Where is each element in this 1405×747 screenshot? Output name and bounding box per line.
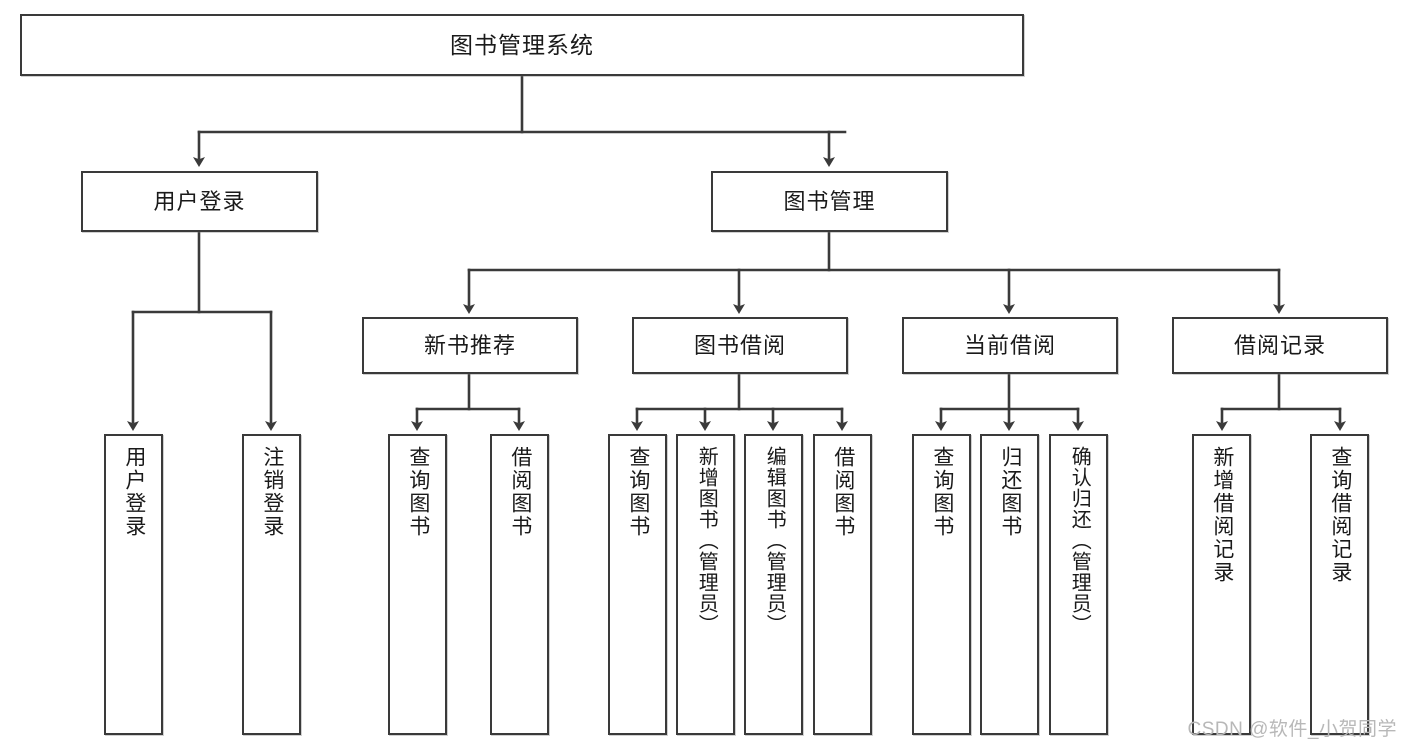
node-borrow-record[interactable]: 借阅记录	[1172, 317, 1388, 374]
leaf-user-logout[interactable]: 注销登录	[242, 434, 301, 735]
leaf-borrow-book-2[interactable]: 借阅图书	[813, 434, 872, 735]
leaf-user-login[interactable]: 用户登录	[104, 434, 163, 735]
node-book-manage-label: 图书管理	[783, 188, 876, 214]
leaf-return-book[interactable]: 归还图书	[980, 434, 1039, 735]
node-new-book-rec[interactable]: 新书推荐	[362, 317, 578, 374]
leaf-borrow-book-1[interactable]: 借阅图书	[490, 434, 549, 735]
leaf-borrow-book-1-label: 借阅图书	[508, 446, 532, 538]
leaf-add-book-label: 新增图书（管理员）	[695, 446, 718, 635]
leaf-edit-book[interactable]: 编辑图书（管理员）	[744, 434, 803, 735]
leaf-query-book-3-label: 查询图书	[930, 446, 954, 538]
leaf-query-book-1-label: 查询图书	[406, 446, 430, 538]
leaf-query-book-3[interactable]: 查询图书	[912, 434, 971, 735]
leaf-query-record-label: 查询借阅记录	[1328, 446, 1352, 584]
leaf-confirm-return[interactable]: 确认归还（管理员）	[1049, 434, 1108, 735]
node-book-manage[interactable]: 图书管理	[711, 171, 948, 232]
leaf-query-book-2[interactable]: 查询图书	[608, 434, 667, 735]
node-new-book-rec-label: 新书推荐	[423, 332, 516, 358]
leaf-edit-book-label: 编辑图书（管理员）	[763, 446, 786, 635]
leaf-query-book-1[interactable]: 查询图书	[388, 434, 447, 735]
node-book-borrow[interactable]: 图书借阅	[632, 317, 848, 374]
node-book-borrow-label: 图书借阅	[693, 332, 786, 358]
leaf-return-book-label: 归还图书	[998, 446, 1022, 538]
leaf-borrow-book-2-label: 借阅图书	[831, 446, 855, 538]
leaf-add-record-label: 新增借阅记录	[1210, 446, 1234, 584]
node-root[interactable]: 图书管理系统	[20, 14, 1024, 76]
node-borrow-record-label: 借阅记录	[1233, 332, 1326, 358]
node-root-label: 图书管理系统	[450, 31, 594, 58]
leaf-add-record[interactable]: 新增借阅记录	[1192, 434, 1251, 735]
leaf-user-logout-label: 注销登录	[260, 446, 284, 538]
leaf-query-book-2-label: 查询图书	[626, 446, 650, 538]
csdn-watermark: CSDN @软件_小贺同学	[1187, 719, 1397, 740]
node-current-borrow-label: 当前借阅	[963, 332, 1056, 358]
leaf-add-book[interactable]: 新增图书（管理员）	[676, 434, 735, 735]
node-user-login[interactable]: 用户登录	[81, 171, 318, 232]
node-user-login-label: 用户登录	[153, 188, 246, 214]
leaf-query-record[interactable]: 查询借阅记录	[1310, 434, 1369, 735]
node-current-borrow[interactable]: 当前借阅	[902, 317, 1118, 374]
leaf-user-login-label: 用户登录	[122, 446, 146, 538]
leaf-confirm-return-label: 确认归还（管理员）	[1068, 446, 1091, 635]
